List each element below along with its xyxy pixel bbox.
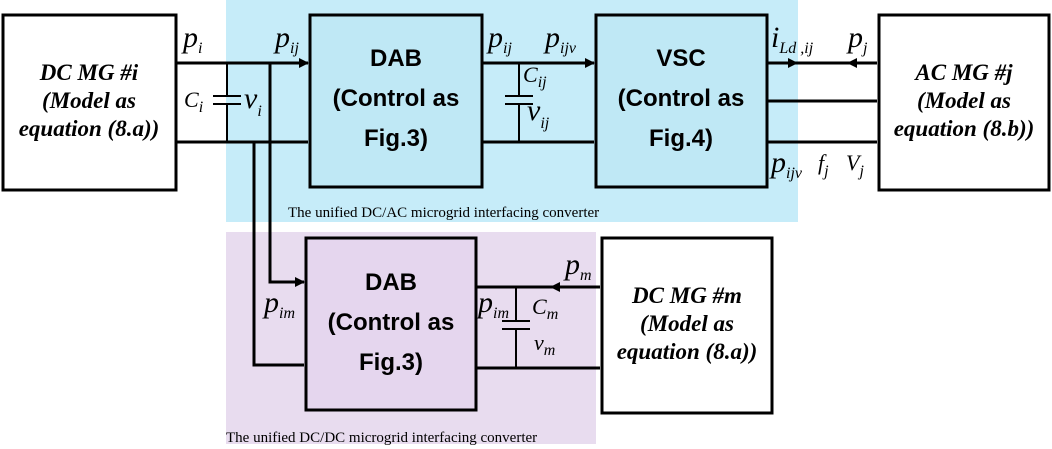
dc-mg-i-line-3: equation (8.a))	[19, 116, 160, 141]
vsc-line-1: VSC	[656, 45, 705, 72]
dc-region-caption: The unified DC/DC microgrid interfacing …	[226, 430, 537, 446]
label-p-ijv-top: pijv	[543, 21, 577, 57]
dab-top-line-2: (Control as	[333, 85, 460, 112]
label-f-j: fj	[818, 150, 829, 180]
dab-bottom-line-1: DAB	[365, 269, 417, 296]
label-c-m: Cm	[532, 294, 558, 323]
label-p-ij-right: pij	[486, 21, 512, 57]
block-vsc: VSC (Control as Fig.4)	[594, 13, 769, 189]
dc-mg-m-line-1: DC MG #m	[631, 283, 742, 308]
wire-branch-top	[268, 63, 305, 287]
ac-region-caption: The unified DC/AC microgrid interfacing …	[288, 205, 599, 221]
label-p-j: pj	[846, 21, 868, 57]
label-v-j: Vj	[846, 150, 864, 180]
block-dc-mg-m: DC MG #m (Model as equation (8.a))	[600, 236, 774, 415]
dc-mg-m-line-2: (Model as	[640, 311, 734, 336]
block-ac-mg-j: AC MG #j (Model as equation (8.b))	[877, 13, 1051, 192]
block-dab-bottom: DAB (Control as Fig.3)	[304, 236, 478, 412]
label-p-ijv-bottom: pijv	[769, 146, 803, 182]
label-p-im-right: pim	[476, 286, 509, 322]
block-dc-mg-i: DC MG #i (Model as equation (8.a))	[1, 13, 178, 192]
block-dab-top: DAB (Control as Fig.3)	[308, 13, 484, 189]
vsc-line-2: (Control as	[618, 85, 745, 112]
label-v-i: vi	[244, 82, 262, 120]
vsc-line-3: Fig.4)	[649, 125, 713, 152]
label-p-im-left: pim	[262, 286, 295, 322]
dc-mg-m-line-3: equation (8.a))	[617, 339, 758, 364]
dab-bottom-line-2: (Control as	[328, 309, 455, 336]
ac-mg-j-line-1: AC MG #j	[913, 60, 1013, 85]
label-p-ij-left: pij	[273, 21, 299, 57]
label-c-ij: Cij	[523, 62, 547, 91]
dab-bottom-line-3: Fig.3)	[359, 349, 423, 376]
wire-branch-bottom	[252, 142, 304, 367]
label-p-i: pi	[181, 21, 202, 57]
dab-top-line-1: DAB	[370, 45, 422, 72]
label-v-m: vm	[534, 330, 555, 359]
label-p-m: pm	[563, 248, 592, 284]
label-v-ij: vij	[527, 94, 550, 132]
dc-mg-i-line-1: DC MG #i	[39, 60, 139, 85]
label-i-ld-ij: iLd ,ij	[771, 21, 814, 57]
ac-mg-j-line-3: equation (8.b))	[894, 116, 1035, 141]
dab-top-line-3: Fig.3)	[364, 125, 428, 152]
ac-mg-j-line-2: (Model as	[917, 88, 1011, 113]
label-c-i: Ci	[184, 87, 203, 116]
dc-mg-i-line-2: (Model as	[42, 88, 136, 113]
